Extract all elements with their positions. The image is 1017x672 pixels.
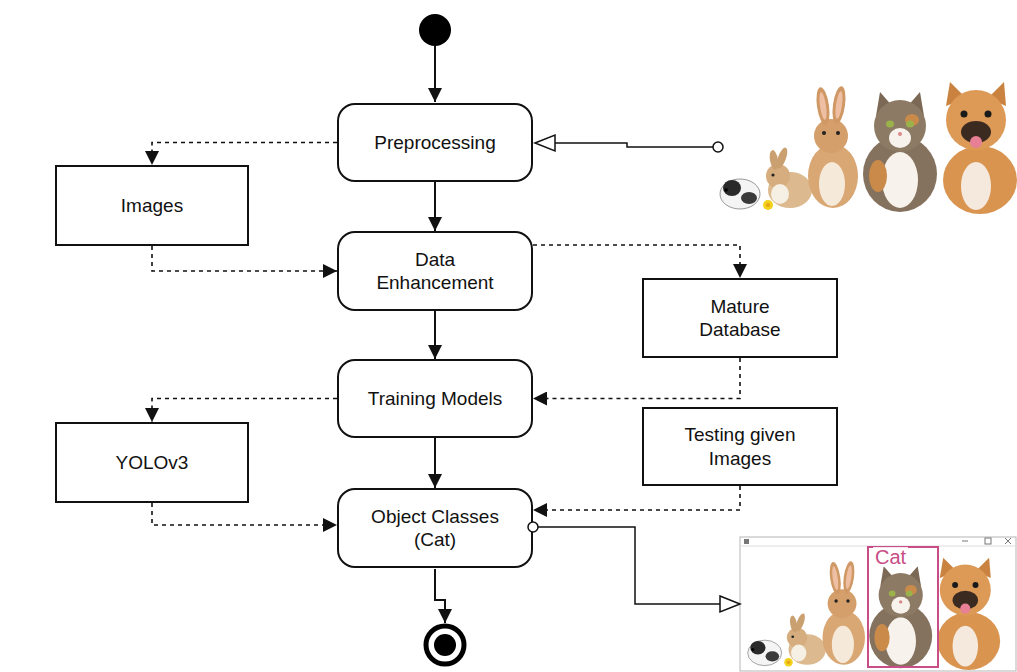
animal-photo: [720, 82, 1017, 214]
object-box: Testing given Images: [642, 407, 838, 486]
object-box: Mature Database: [642, 278, 838, 358]
window-icon: [744, 539, 749, 544]
node-text: Preprocessing: [374, 131, 495, 154]
node-text: Testing given Images: [665, 423, 815, 469]
object-box: YOLOv3: [55, 422, 249, 503]
control-flow: [434, 46, 436, 102]
control-flow: [434, 311, 436, 359]
object-box: Images: [55, 165, 249, 246]
control-flow: [434, 182, 436, 231]
window-button: [985, 538, 991, 544]
node-text: Training Models: [368, 387, 502, 410]
object-flow: [152, 503, 337, 525]
node-text: YOLOv3: [116, 451, 189, 474]
window-button: [962, 541, 968, 542]
action-box: Data Enhancement: [337, 231, 533, 311]
object-flow: [152, 246, 337, 271]
window-button: [1005, 538, 1011, 544]
control-flow: [434, 438, 436, 488]
action-box: Object Classes (Cat): [337, 488, 533, 568]
input-flow: [555, 143, 713, 147]
flow-pin: [528, 522, 538, 532]
end-node-core: [434, 634, 456, 656]
node-text: Mature Database: [670, 295, 810, 341]
control-flow: [435, 569, 445, 623]
result-window: [740, 537, 1016, 671]
node-text: Data Enhancement: [365, 248, 505, 294]
node-text: Images: [121, 194, 183, 217]
detection-box: [868, 547, 938, 667]
animal-photo-result: [748, 558, 1000, 670]
object-flow: [533, 245, 740, 278]
object-flow: [533, 358, 740, 399]
object-flow: [533, 486, 740, 510]
start-node: [419, 14, 451, 46]
flow-pin: [713, 142, 723, 152]
action-box: Training Models: [337, 359, 533, 438]
hollow-arrowhead: [720, 596, 740, 612]
output-flow: [538, 527, 720, 604]
object-flow: [152, 399, 337, 423]
action-box: Preprocessing: [337, 103, 533, 182]
end-node: [426, 626, 464, 664]
hollow-arrowhead: [535, 135, 555, 151]
node-text: Object Classes (Cat): [360, 505, 510, 551]
object-flow: [152, 143, 337, 166]
detection-label: Cat: [873, 547, 908, 567]
